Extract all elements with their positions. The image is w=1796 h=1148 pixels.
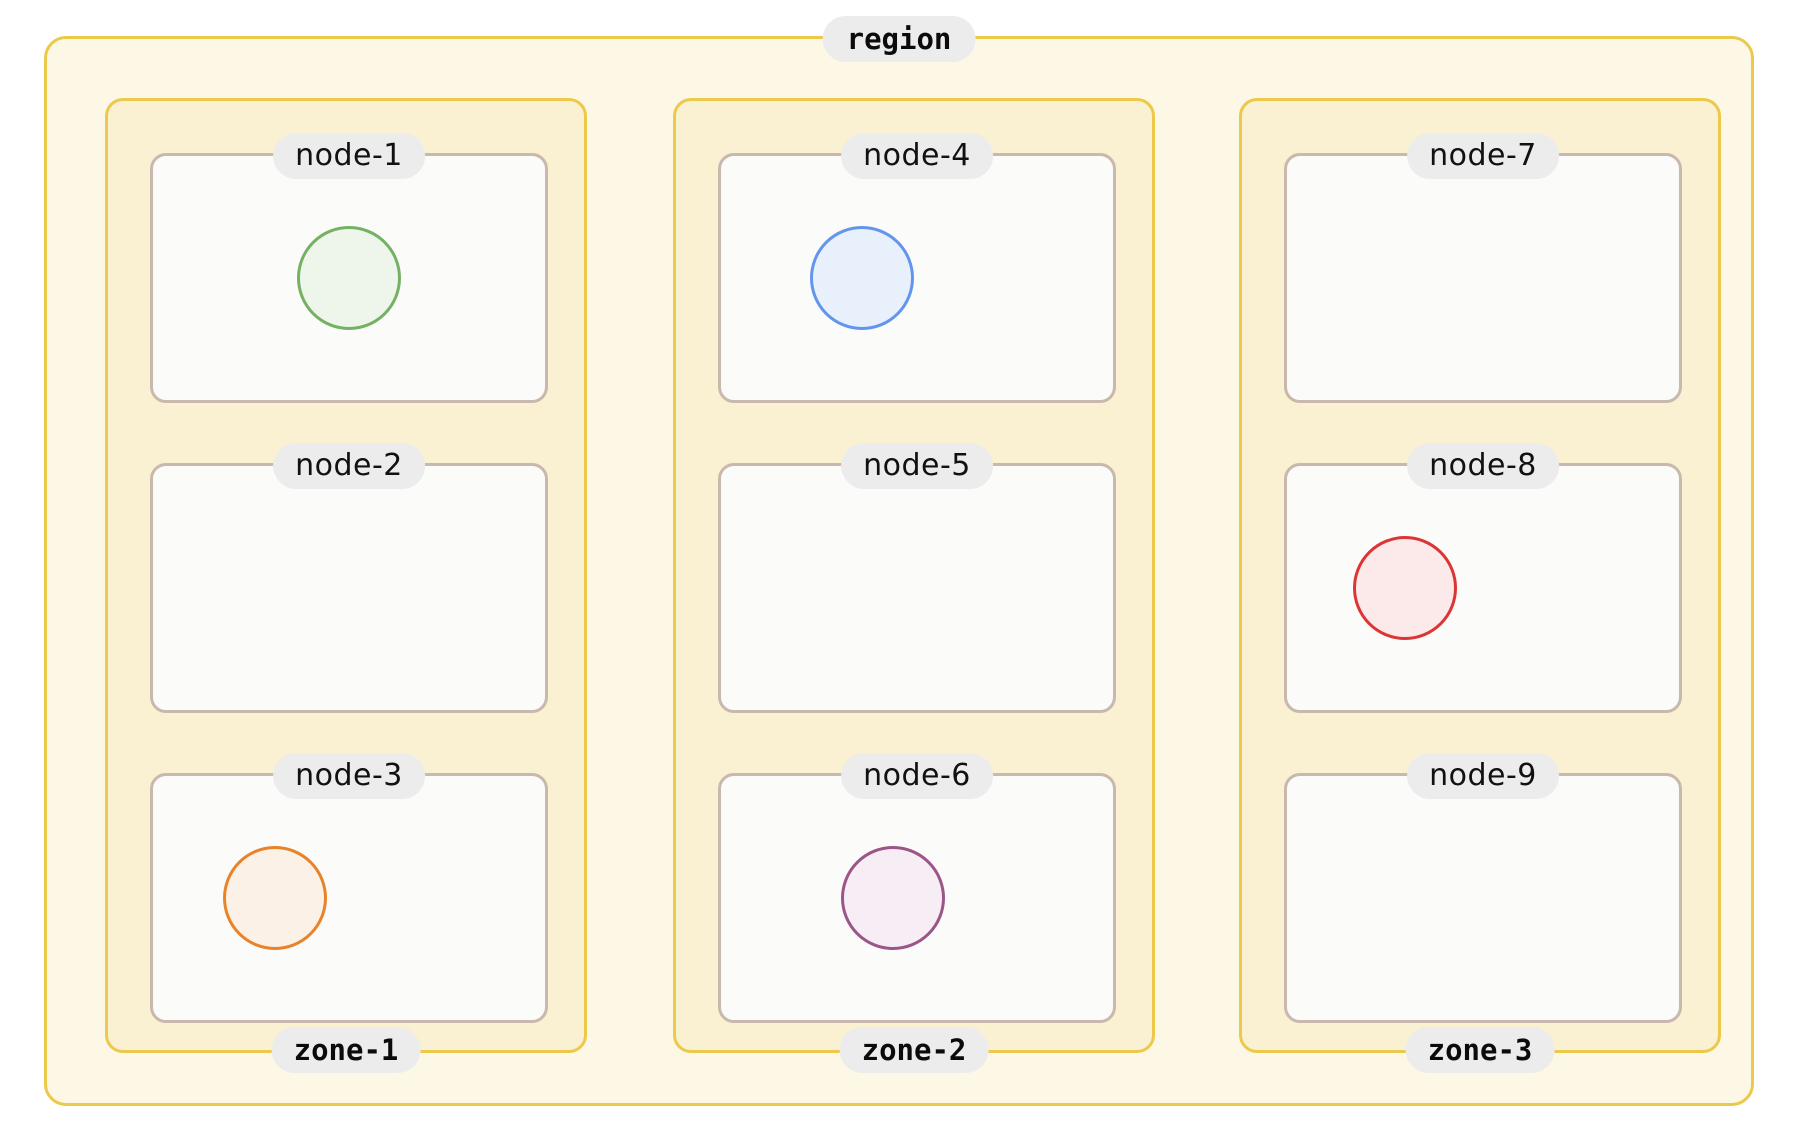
node-label-9: node-9 bbox=[1407, 753, 1559, 799]
node-container-1[interactable]: node-1 bbox=[150, 133, 548, 403]
node-label-7: node-7 bbox=[1407, 133, 1559, 179]
node-container-8[interactable]: node-8 bbox=[1284, 443, 1682, 713]
zone-container-1[interactable]: node-1 node-2 node-3 zone-1 bbox=[105, 98, 587, 1073]
zone-label-3: zone-3 bbox=[1405, 1027, 1555, 1073]
node-circle-purple bbox=[841, 846, 946, 950]
zone-label-2: zone-2 bbox=[839, 1027, 989, 1073]
node-container-3[interactable]: node-3 bbox=[150, 753, 548, 1023]
zone-label-1: zone-1 bbox=[271, 1027, 421, 1073]
node-circle-red bbox=[1352, 536, 1457, 640]
region-container[interactable]: region node-1 node-2 node-3 zone-1 node-… bbox=[44, 16, 1754, 1106]
node-label-1: node-1 bbox=[273, 133, 425, 179]
node-container-6[interactable]: node-6 bbox=[718, 753, 1116, 1023]
node-container-5[interactable]: node-5 bbox=[718, 443, 1116, 713]
node-container-9[interactable]: node-9 bbox=[1284, 753, 1682, 1023]
node-circle-orange bbox=[222, 846, 327, 950]
zone-container-3[interactable]: node-7 node-8 node-9 zone-3 bbox=[1239, 98, 1721, 1073]
node-label-2: node-2 bbox=[273, 443, 425, 489]
node-container-2[interactable]: node-2 bbox=[150, 443, 548, 713]
node-label-8: node-8 bbox=[1407, 443, 1559, 489]
node-label-5: node-5 bbox=[841, 443, 993, 489]
region-label: region bbox=[822, 16, 976, 62]
node-container-7[interactable]: node-7 bbox=[1284, 133, 1682, 403]
node-circle-blue bbox=[810, 226, 915, 330]
zone-container-2[interactable]: node-4 node-5 node-6 zone-2 bbox=[673, 98, 1155, 1073]
node-container-4[interactable]: node-4 bbox=[718, 133, 1116, 403]
node-label-6: node-6 bbox=[841, 753, 993, 799]
node-label-3: node-3 bbox=[273, 753, 425, 799]
node-label-4: node-4 bbox=[841, 133, 993, 179]
node-circle-green bbox=[297, 226, 401, 330]
